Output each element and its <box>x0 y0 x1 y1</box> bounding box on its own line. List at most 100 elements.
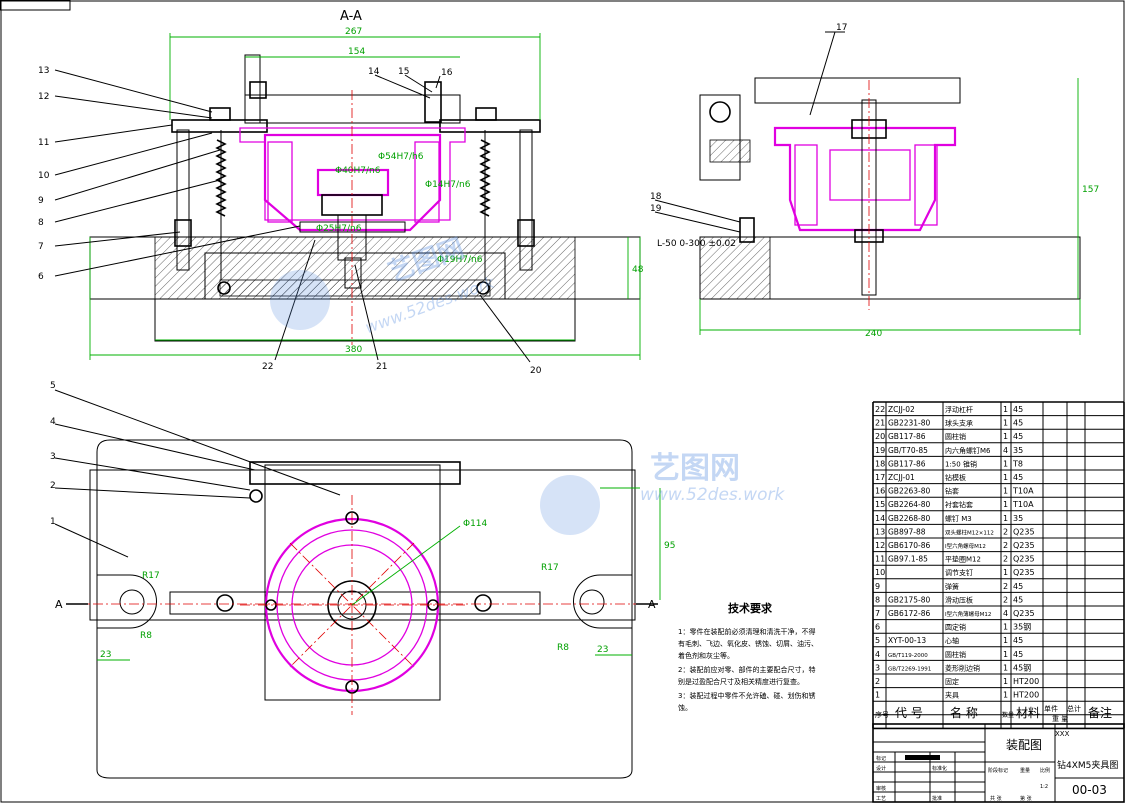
bom-qty: 1 <box>1003 459 1008 468</box>
bom-code: GB117-86 <box>888 432 926 441</box>
bom-qty: 1 <box>1003 623 1008 632</box>
bom-qty: 1 <box>1003 473 1008 482</box>
title-block: XXX 装配图 钻4XM5夹具图 00-03 1:2 标记 设计 审核 工艺 标… <box>872 723 1125 803</box>
bom-qty: 1 <box>1003 691 1008 700</box>
tb-approve: 批准 <box>932 795 942 802</box>
bom-name: 浮动杠杆 <box>945 405 973 414</box>
part-name: 钻4XM5夹具图 <box>1057 759 1118 771</box>
bom-qty: 1 <box>1003 677 1008 686</box>
side-drill-plate <box>754 77 961 104</box>
bom-qty: 2 <box>1003 595 1008 604</box>
stud-left <box>176 129 190 271</box>
sheet-corner-tab <box>0 0 71 11</box>
bom-name: 弹簧 <box>945 582 959 591</box>
plan-base-outline <box>96 439 633 779</box>
leaders-plan: 5 4 3 2 1 <box>50 381 341 558</box>
drawing-number: 00-03 <box>1072 783 1107 797</box>
leader-9: 9 <box>38 196 44 206</box>
dim-23-left: 23 <box>100 650 111 660</box>
bom-qty: 1 <box>1003 650 1008 659</box>
bom-header-unit-weight: 单件 <box>1044 704 1058 713</box>
bom-header-no: 序号 <box>875 710 889 719</box>
dim-114: Φ114 <box>463 519 488 529</box>
leader-1: 1 <box>50 517 56 527</box>
tech-req-1b: 有毛刺、飞边、氧化皮、锈蚀、切屑、油污、 <box>678 639 818 648</box>
hex-nut-right <box>475 107 497 121</box>
leader-4: 4 <box>50 417 56 427</box>
tb-weight: 重量 <box>1020 767 1030 774</box>
side-view: 157 240 17 18 19 L-50 0-300 ±0.02 <box>650 23 1099 339</box>
bom-code: XYT-00-13 <box>888 636 926 645</box>
leaders-top: 14 15 16 <box>368 67 453 99</box>
bom-qty: 1 <box>1003 568 1008 577</box>
bom-code: GB2263-80 <box>888 487 931 496</box>
bom-qty: 1 <box>1003 432 1008 441</box>
dim-95: 95 <box>664 541 675 551</box>
plan-mandrel <box>249 461 461 485</box>
bom-no: 13 <box>875 527 885 536</box>
bom-qty: 1 <box>1003 636 1008 645</box>
nut-right <box>517 219 535 247</box>
dim-267: 267 <box>345 27 362 37</box>
watermark-url-2: www.52des.work <box>640 485 785 505</box>
fit-25: Φ25H7/n6 <box>316 224 362 234</box>
bom-name: 钻模板 <box>945 473 966 482</box>
bom-material: 45 <box>1013 650 1023 659</box>
bom-qty: 1 <box>1003 419 1008 428</box>
bom-code: GB6170-86 <box>888 541 931 550</box>
bom-name: 心轴 <box>945 636 959 645</box>
dim-r17-left: R17 <box>142 571 160 581</box>
tb-total-sheets: 共 张 <box>990 795 1002 802</box>
bom-no: 6 <box>875 623 880 632</box>
leader-3: 3 <box>50 452 56 462</box>
bom-name: 滑动压板 <box>945 595 973 604</box>
bom-code: GB/T2269-1991 <box>888 666 931 672</box>
bom-code: GB2231-80 <box>888 419 931 428</box>
title-xxx: XXX <box>1055 730 1070 738</box>
bom-code: GB897-88 <box>888 527 926 536</box>
bom-header-material: 材料 <box>1016 706 1040 720</box>
bom-name: 1:50 锥销 <box>945 459 977 468</box>
dim-r8-left: R8 <box>140 631 152 641</box>
leader-19: 19 <box>650 204 662 214</box>
bom-material: Q235 <box>1013 527 1035 536</box>
bom-material: 45 <box>1013 405 1023 414</box>
leader-17: 17 <box>836 23 847 33</box>
section-view-aa: A-A <box>38 9 644 376</box>
bom-name: 钻套 <box>945 487 959 496</box>
bom-code: GB97.1-85 <box>888 555 928 564</box>
dim-48: 48 <box>632 265 644 275</box>
bom-qty: 4 <box>1003 446 1008 455</box>
tech-req-3b: 蚀。 <box>678 703 692 712</box>
bom-material: 45钢 <box>1013 662 1031 672</box>
leader-15: 15 <box>398 67 409 77</box>
bom-material: 35 <box>1013 514 1023 523</box>
leader-14: 14 <box>368 67 380 77</box>
bom-qty: 1 <box>1003 514 1008 523</box>
bom-qty: 2 <box>1003 582 1008 591</box>
bom-name: 圆柱销 <box>945 650 966 659</box>
bom-no: 10 <box>875 568 885 577</box>
bom-code: GB2268-80 <box>888 514 931 523</box>
bom-no: 20 <box>875 432 885 441</box>
plan-view: A A Φ114 95 R17 R17 R8 R8 23 23 5 4 3 2 … <box>50 381 675 779</box>
lever-pin-left <box>217 281 231 295</box>
leader-18: 18 <box>650 192 662 202</box>
section-mark-right: A <box>648 598 656 611</box>
scale: 1:2 <box>1040 784 1048 790</box>
bom-material: Q235 <box>1013 541 1035 550</box>
bom-no: 17 <box>875 473 885 482</box>
drawing-name: 装配图 <box>1006 738 1042 752</box>
bom-code: GB117-86 <box>888 459 926 468</box>
fit-54: Φ54H7/h6 <box>378 152 424 162</box>
bom-name: I型六角螺母M12 <box>945 542 986 550</box>
leader-2: 2 <box>50 481 56 491</box>
bom-no: 14 <box>875 514 885 523</box>
bom-qty: 2 <box>1003 555 1008 564</box>
bom-code: GB2264-80 <box>888 500 931 509</box>
bom-name: 双头螺柱M12×112 <box>945 528 994 536</box>
tb-standard: 标准化 <box>932 765 947 772</box>
bom-name: 螺钉 M3 <box>945 514 972 523</box>
bom-qty: 2 <box>1003 527 1008 536</box>
